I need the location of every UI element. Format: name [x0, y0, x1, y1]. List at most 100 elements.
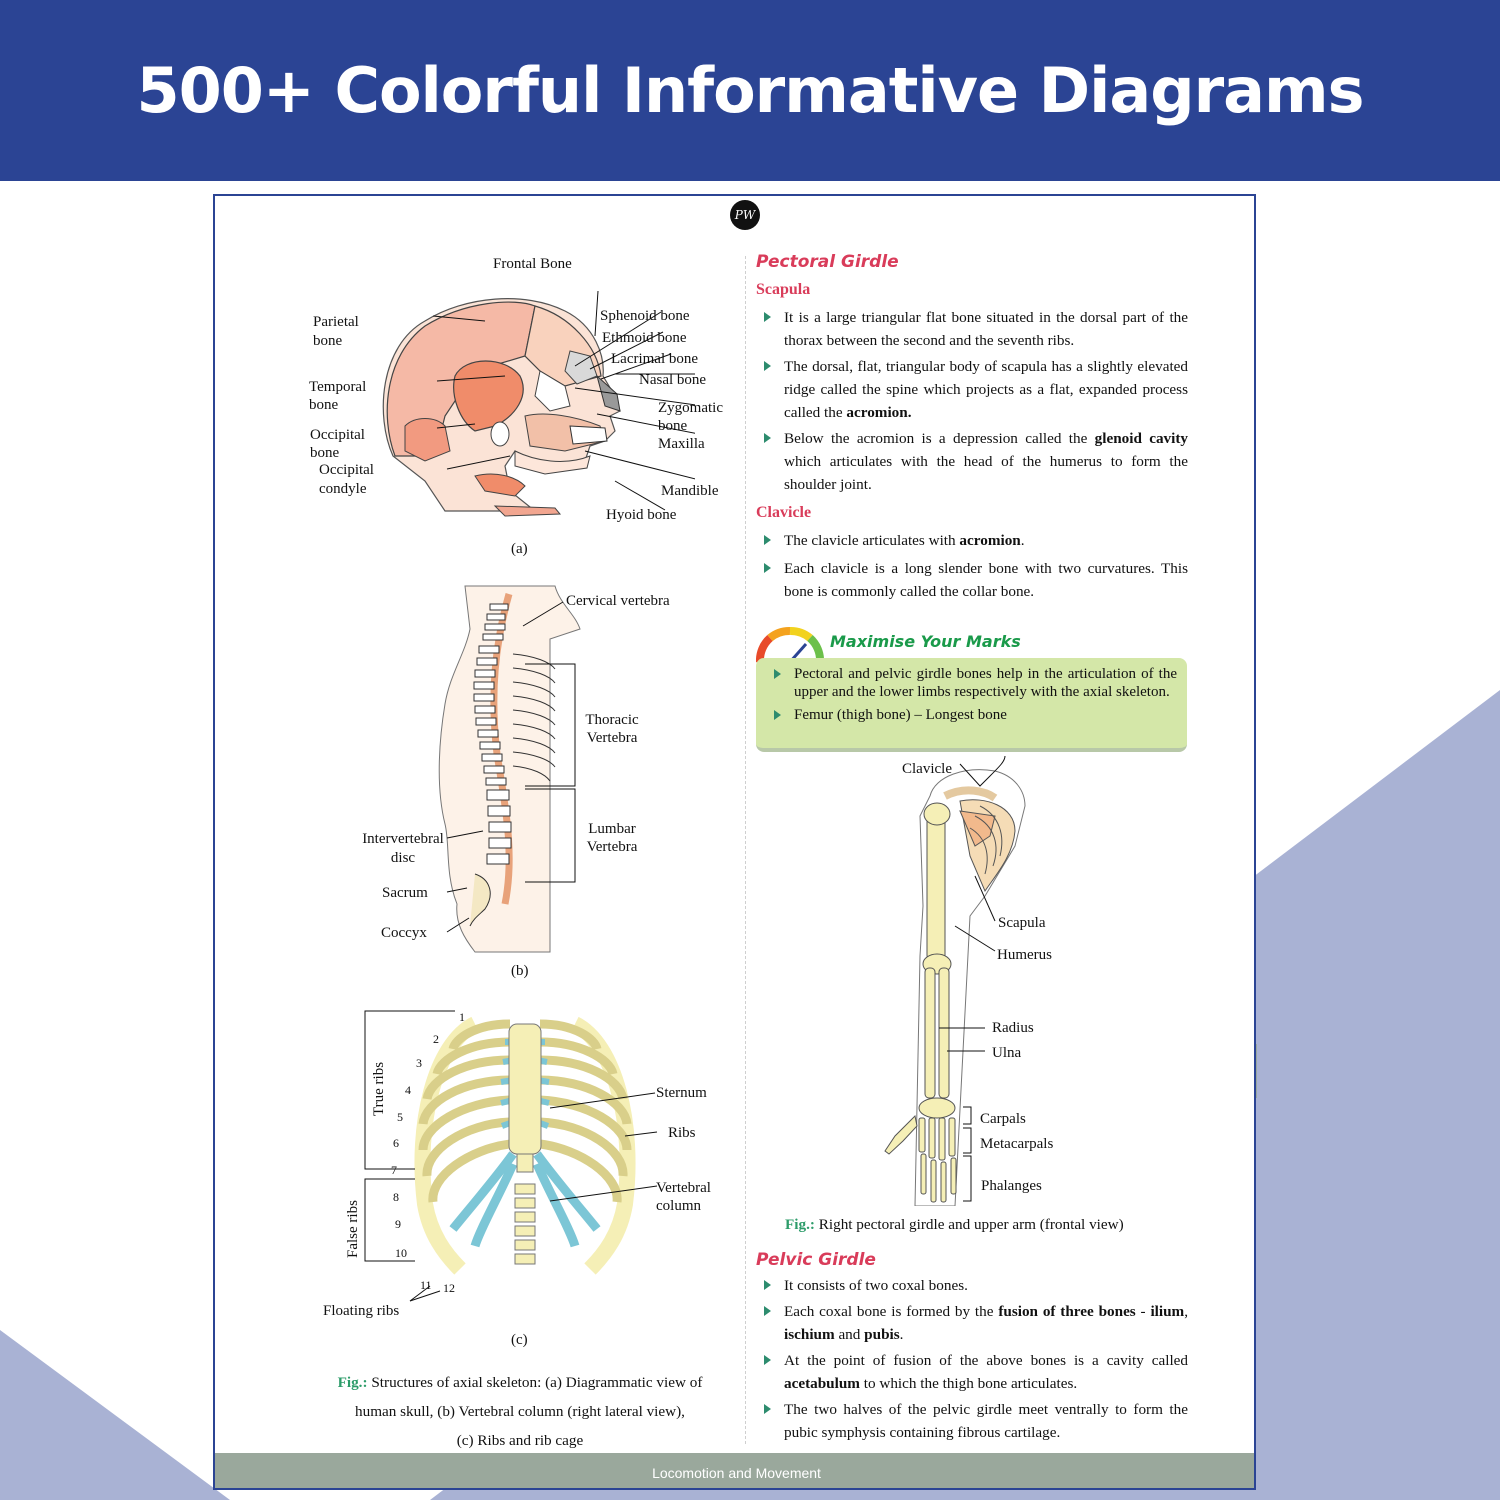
label-arm-scapula: Scapula: [998, 915, 1046, 931]
pelvic-point-2-pre: Each coxal bone is formed by the: [784, 1303, 999, 1320]
label-thoracic-2: Vertebra: [586, 730, 638, 746]
scapula-point-3-pre: Below the acromion is a depression calle…: [784, 430, 1095, 447]
maximise-point-1: Pectoral and pelvic girdle bones help in…: [766, 665, 1177, 701]
pelvic-girdle-heading: Pelvic Girdle: [756, 1250, 876, 1270]
pelvic-girdle-section: Pelvic Girdle It consists of two coxal b…: [756, 1250, 1188, 1444]
rib-number: 7: [391, 1163, 397, 1177]
maximise-point-2: Femur (thigh bone) – Longest bone: [766, 706, 1177, 724]
label-floating-ribs: Floating ribs: [323, 1303, 400, 1319]
clavicle-point-2-pre: Each clavicle is a long slender bone wit…: [784, 560, 1188, 600]
ribcage-leader-lines: [549, 1092, 658, 1202]
scapula-point-3-post: which articulates with the head of the h…: [784, 453, 1188, 493]
rib-number: 4: [405, 1083, 411, 1097]
label-ribs: Ribs: [668, 1125, 696, 1141]
label-hyoid-bone: Hyoid bone: [606, 507, 677, 523]
label-cervical-vertebra: Cervical vertebra: [566, 593, 670, 609]
label-occipital-condyle-1: Occipital: [319, 462, 374, 478]
pelvic-point-2-mid3: and: [834, 1326, 865, 1343]
scapula-point-2-bold: acromion.: [846, 404, 912, 421]
pelvic-point-1-pre: It consists of two coxal bones.: [784, 1277, 968, 1294]
label-thoracic-1: Thoracic: [585, 712, 639, 728]
label-ethmoid-bone: Ethmoid bone: [602, 330, 687, 346]
left-figure-caption: Fig.: Structures of axial skeleton: (a) …: [305, 1368, 735, 1455]
label-occipital-bone-1: Occipital: [310, 427, 365, 443]
arm-caption-text: Right pectoral girdle and upper arm (fro…: [818, 1216, 1124, 1233]
scapula-point-2-pre: The dorsal, flat, triangular body of sca…: [784, 358, 1188, 421]
spine-leader-lines: [446, 830, 484, 933]
label-vertebral-column-2: column: [656, 1198, 701, 1214]
clavicle-point-1-post: .: [1020, 532, 1025, 549]
label-arm-radius: Radius: [992, 1020, 1034, 1036]
caption-line-2: human skull, (b) Vertebral column (right…: [355, 1403, 685, 1420]
scapula-list: It is a large triangular flat bone situa…: [756, 306, 1188, 496]
clavicle-heading: Clavicle: [756, 504, 812, 521]
pelvic-point-2-b2: ilium: [1150, 1303, 1185, 1320]
label-lumbar-2: Vertebra: [586, 839, 638, 855]
scapula-point-1-pre: It is a large triangular flat bone situa…: [784, 309, 1188, 349]
label-arm-carpals: Carpals: [980, 1111, 1026, 1127]
rib-number: 3: [416, 1056, 422, 1070]
rib-number: 8: [393, 1190, 399, 1204]
pelvic-point-4: The two halves of the pelvic girdle meet…: [756, 1398, 1188, 1444]
label-maxilla: Maxilla: [658, 436, 705, 452]
scapula-point-3-bold: glenoid cavity: [1094, 430, 1189, 447]
pelvic-list: It consists of two coxal bones. Each coxa…: [756, 1274, 1188, 1444]
rib-number: 10: [395, 1246, 407, 1260]
ribcage-sublabel: (c): [511, 1332, 528, 1348]
pelvic-point-4-pre: The two halves of the pelvic girdle meet…: [784, 1401, 1188, 1441]
rib-number: 11: [420, 1278, 432, 1292]
label-occipital-bone-2: bone: [310, 445, 340, 461]
label-zygomatic-bone-2: bone: [658, 418, 688, 434]
label-sternum: Sternum: [656, 1085, 707, 1101]
label-coccyx: Coccyx: [381, 925, 427, 941]
label-sphenoid-bone: Sphenoid bone: [600, 308, 690, 324]
rib-number: 12: [443, 1281, 455, 1295]
pelvic-point-1: It consists of two coxal bones.: [756, 1274, 1188, 1297]
book-page: PW Front: [213, 194, 1256, 1490]
label-temporal-bone-1: Temporal: [309, 379, 367, 395]
label-vertebral-column-1: Vertebral: [656, 1180, 711, 1196]
label-intervertebral-disc-2: disc: [390, 850, 416, 866]
label-parietal-bone-1: Parietal: [313, 314, 359, 330]
maximise-marks-title: Maximise Your Marks: [830, 632, 1021, 651]
skull-diagram: [382, 290, 695, 517]
arm-diagram: [884, 769, 1026, 1206]
pelvic-point-3-bold: acetabulum: [784, 1375, 860, 1392]
pelvic-point-2-b4: pubis: [864, 1326, 900, 1343]
rib-number: 9: [395, 1217, 401, 1231]
pelvic-point-2-mid2: ,: [1184, 1303, 1188, 1320]
label-arm-metacarpals: Metacarpals: [980, 1136, 1054, 1152]
pelvic-point-2-post: .: [899, 1326, 904, 1343]
label-arm-humerus: Humerus: [997, 947, 1052, 963]
label-true-ribs: True ribs: [371, 1061, 387, 1116]
top-banner: 500+ Colorful Informative Diagrams: [0, 0, 1500, 181]
spine-sublabel: (b): [511, 963, 529, 979]
pelvic-point-3-pre: At the point of fusion of the above bone…: [784, 1352, 1188, 1369]
label-occipital-condyle-2: condyle: [319, 481, 367, 497]
pw-logo: PW: [730, 200, 760, 230]
label-nasal-bone: Nasal bone: [639, 372, 707, 388]
scapula-point-2: The dorsal, flat, triangular body of sca…: [756, 355, 1188, 424]
rib-number: 2: [433, 1032, 439, 1046]
label-arm-phalanges: Phalanges: [981, 1178, 1042, 1194]
scapula-point-1: It is a large triangular flat bone situa…: [756, 306, 1188, 352]
label-lacrimal-bone: Lacrimal bone: [611, 351, 699, 367]
clavicle-list: The clavicle articulates with acromion. E…: [756, 529, 1188, 603]
caption-line-3: (c) Ribs and rib cage: [456, 1432, 584, 1449]
banner-title: 500+ Colorful Informative Diagrams: [136, 54, 1364, 127]
label-zygomatic-bone-1: Zygomatic: [658, 400, 723, 416]
clavicle-point-1-bold: acromion: [959, 532, 1021, 549]
skull-sublabel: (a): [511, 541, 528, 557]
label-false-ribs: False ribs: [345, 1200, 361, 1258]
column-divider: [745, 256, 746, 1444]
rib-number: 6: [393, 1136, 399, 1150]
label-temporal-bone-2: bone: [309, 397, 339, 413]
pelvic-point-3: At the point of fusion of the above bone…: [756, 1349, 1188, 1395]
label-frontal-bone: Frontal Bone: [493, 256, 572, 272]
ribcage-diagram: [414, 1016, 636, 1275]
clavicle-point-1: The clavicle articulates with acromion.: [756, 529, 1188, 552]
caption-fig-label: Fig.:: [337, 1374, 368, 1391]
label-sacrum: Sacrum: [382, 885, 428, 901]
pelvic-point-3-mid: to which the thigh bone articulates.: [859, 1375, 1078, 1392]
footer-chapter-title: Locomotion and Movement: [652, 1464, 821, 1481]
